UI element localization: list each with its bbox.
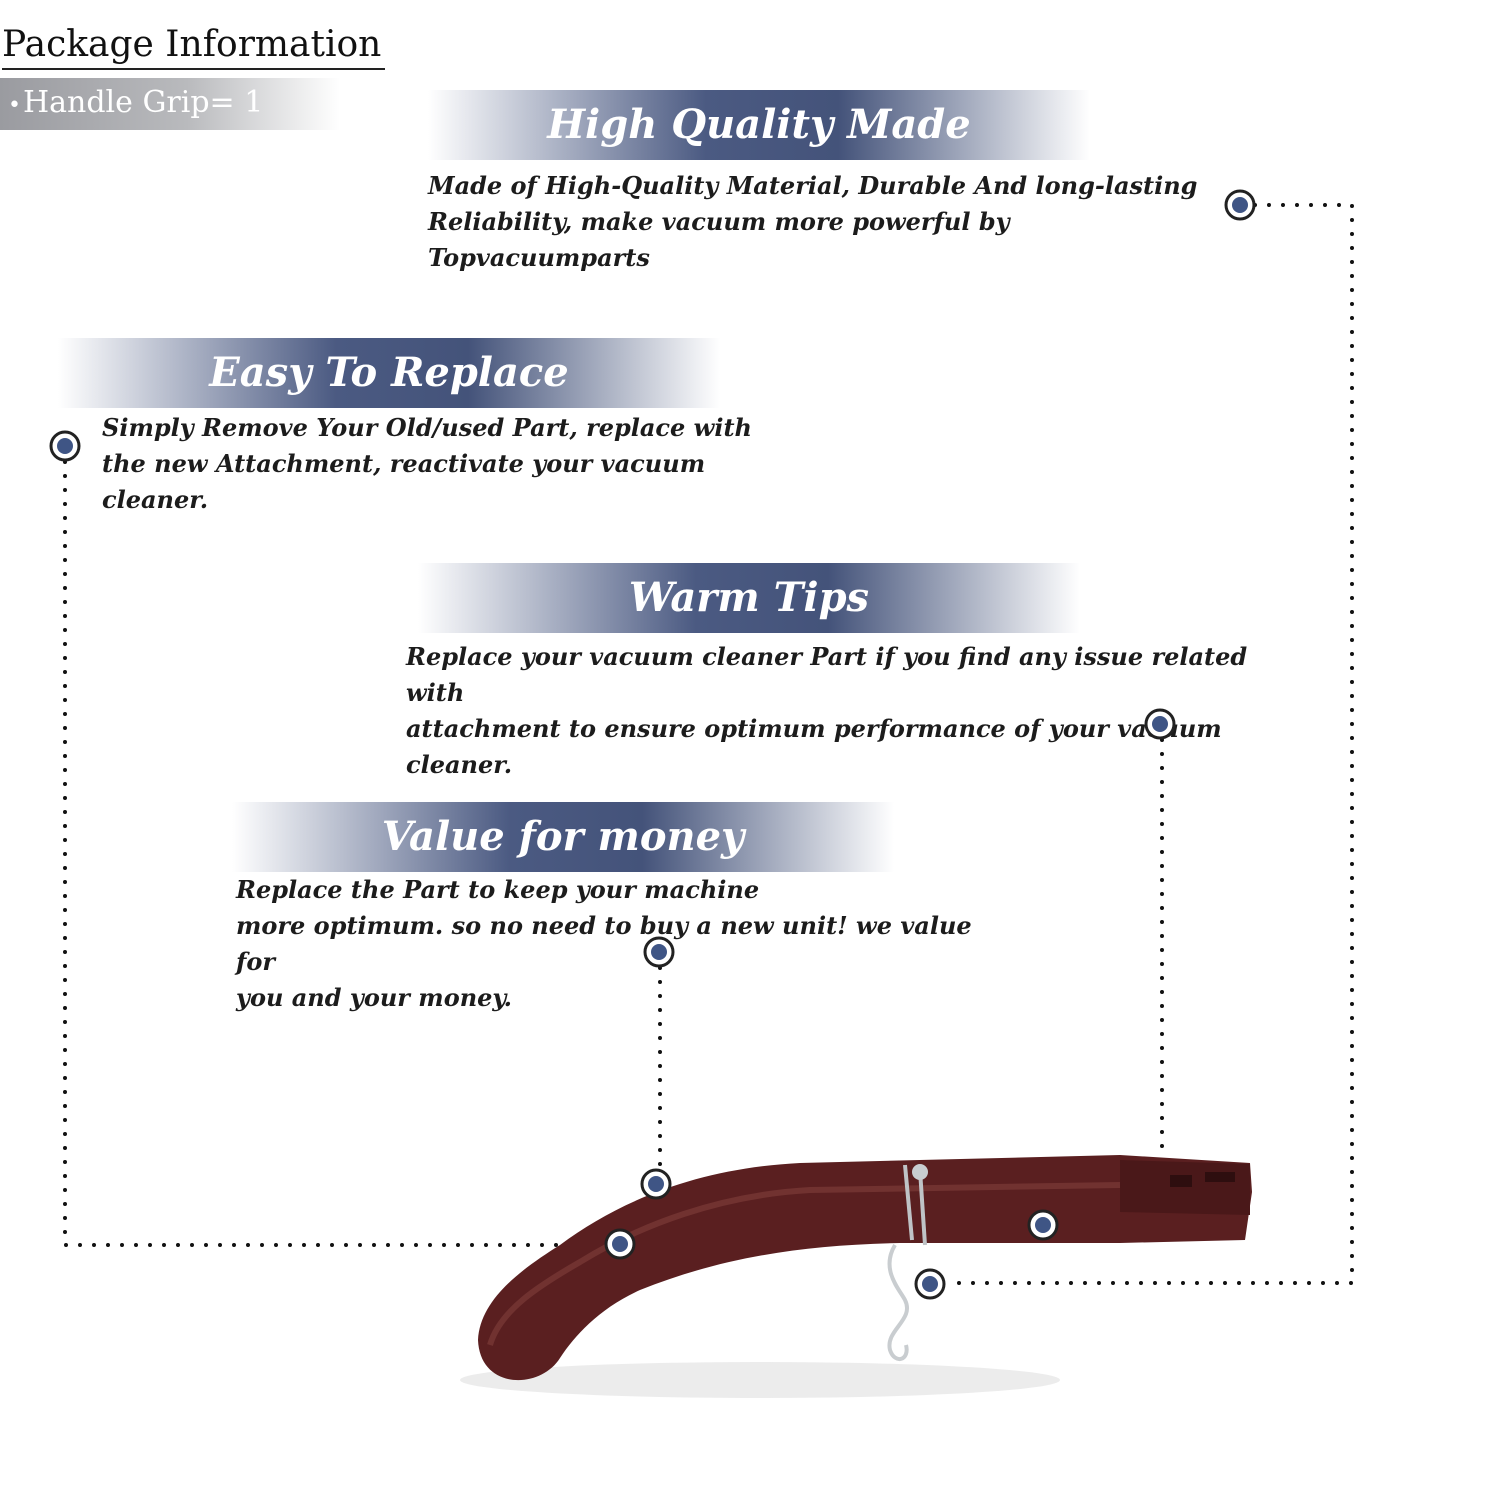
- callout-marker-icon: [1144, 708, 1176, 740]
- feature-text-warm-tips: Replace your vacuum cleaner Part if you …: [406, 642, 1248, 779]
- feature-text-high-quality: Made of High-Quality Material, Durable A…: [428, 171, 1198, 272]
- package-info-title: Package Information: [2, 22, 386, 70]
- callout-marker-icon: [1027, 1209, 1059, 1241]
- callout-marker-icon: [604, 1228, 636, 1260]
- connector-lines: [63, 203, 1354, 1285]
- feature-heading-value: Value for money: [232, 802, 894, 872]
- feature-text-value: Replace the Part to keep your machine mo…: [236, 875, 972, 1012]
- connector-warm-tips: [1056, 738, 1164, 1227]
- package-contents-item: •Handle Grip= 1: [0, 78, 340, 130]
- feature-heading-easy-replace: Easy To Replace: [58, 338, 720, 408]
- feature-text-easy-replace: Simply Remove Your Old/used Part, replac…: [102, 413, 752, 514]
- bullet-dot-icon: •: [8, 93, 21, 118]
- feature-heading-warm-tips: Warm Tips: [418, 563, 1080, 633]
- callout-markers: [49, 189, 1256, 1300]
- callout-marker-icon: [914, 1268, 946, 1300]
- callout-marker-icon: [643, 936, 675, 968]
- handle-grip-image: [460, 1155, 1252, 1398]
- callout-marker-icon: [1224, 189, 1256, 221]
- feature-heading-high-quality: High Quality Made: [428, 90, 1090, 160]
- connector-high-quality: [943, 203, 1354, 1285]
- connector-easy-replace: [63, 460, 607, 1247]
- callout-marker-icon: [640, 1168, 672, 1200]
- callout-marker-icon: [49, 430, 81, 462]
- package-item-label: Handle Grip= 1: [22, 85, 264, 120]
